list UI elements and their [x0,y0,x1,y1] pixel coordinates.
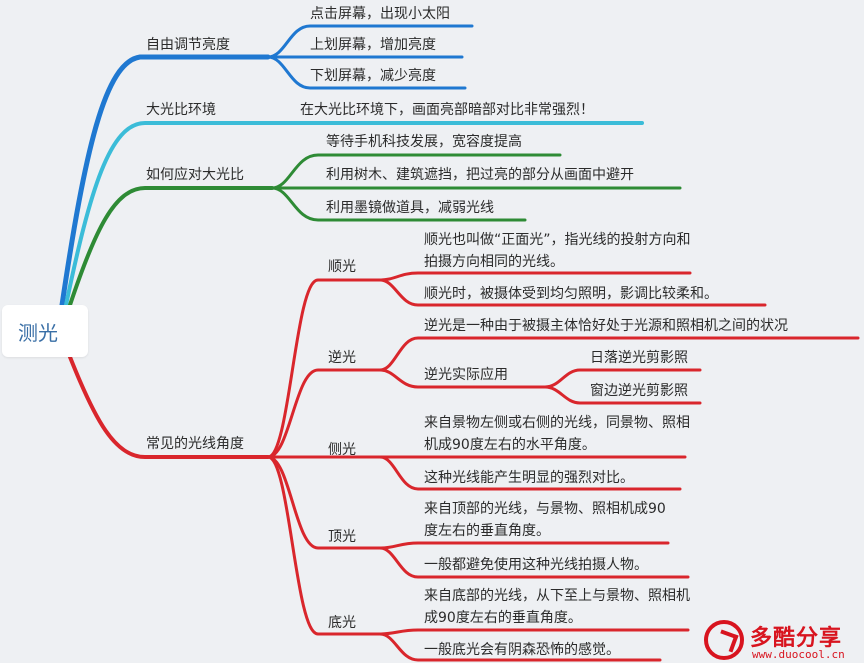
node-ni-2a[interactable]: 日落逆光剪影照 [590,350,688,366]
connector-ding [266,455,382,550]
connector-b1-3 [266,55,467,90]
node-b3-3[interactable]: 利用墨镜做道具，减弱光线 [326,200,494,216]
logo-icon [704,620,744,660]
node-b1-2[interactable]: 上划屏幕，增加亮度 [310,37,436,53]
logo-url: www.duocool.cn [752,648,845,661]
logo-text: 多酷分享 [750,626,843,651]
connector-b3 [68,186,274,307]
node-b4[interactable]: 常见的光线角度 [146,436,244,452]
node-ce-2[interactable]: 这种光线能产生明显的强烈对比。 [424,470,634,486]
connector-b3-3 [270,186,527,222]
connector-shun-2 [378,278,767,307]
connector-b1 [59,54,271,308]
node-di-1[interactable]: 来自底部的光线，从下至上与景物、照相机成90度左右的垂直角度。 [424,588,690,626]
connector-di-2 [378,632,662,662]
watermark-logo: 多酷分享 www.duocool.cn [700,618,864,663]
node-shun-1[interactable]: 顺光也叫做“正面光”，指光线的投射方向和拍摄方向相同的光线。 [424,232,691,270]
connector-ce-2 [378,455,682,491]
node-ding-1[interactable]: 来自顶部的光线，与景物、照相机成90度左右的垂直角度。 [424,501,666,539]
connector-ni-1 [378,336,860,372]
node-b3-2[interactable]: 利用树木、建筑遮挡，把过亮的部分从画面中避开 [326,167,634,183]
connector-b2 [64,121,644,307]
node-shun[interactable]: 顺光 [328,259,356,275]
root-label: 测光 [18,320,58,345]
connector-ni-2b [543,385,702,405]
connector-ding-1 [378,541,670,550]
connector-b4 [68,355,270,459]
node-di-2[interactable]: 一般底光会有阴森恐怖的感觉。 [424,642,620,658]
node-ding-2[interactable]: 一般都避免使用这种光线拍摄人物。 [424,557,648,573]
node-ni-1[interactable]: 逆光是一种由于被摄主体恰好处于光源和照相机之间的状况 [424,318,788,334]
node-ni-2b[interactable]: 窗边逆光剪影照 [590,383,688,399]
connector-ni [266,368,382,459]
node-b1-1[interactable]: 点击屏幕，出现小太阳 [310,6,450,22]
node-b1-3[interactable]: 下划屏幕，减少亮度 [310,68,436,84]
node-ce[interactable]: 侧光 [328,442,356,458]
connector-di [266,455,382,636]
node-di[interactable]: 底光 [328,615,356,631]
node-b3[interactable]: 如何应对大光比 [146,167,244,183]
node-b2[interactable]: 大光比环境 [146,102,216,118]
connector-ni-2 [378,368,547,389]
node-shun-2[interactable]: 顺光时，被摄体受到均匀照明，影调比较柔和。 [424,286,718,302]
node-b2-1[interactable]: 在大光比环境下，画面亮部暗部对比非常强烈！ [300,102,594,118]
node-ni-2[interactable]: 逆光实际应用 [424,367,508,383]
node-ni[interactable]: 逆光 [328,350,356,366]
connector-di-1 [378,628,690,636]
connector-shun [266,278,382,459]
connector-ding-2 [378,546,690,579]
root-node[interactable]: 测光 [2,305,88,357]
node-ce-1[interactable]: 来自景物左侧或右侧的光线，同景物、照相机成90度左右的水平角度。 [424,415,690,453]
node-b1[interactable]: 自由调节亮度 [146,37,230,53]
node-ding[interactable]: 顶光 [328,529,356,545]
node-b3-1[interactable]: 等待手机科技发展，宽容度提高 [326,134,522,150]
connector-shun-1 [378,271,692,282]
